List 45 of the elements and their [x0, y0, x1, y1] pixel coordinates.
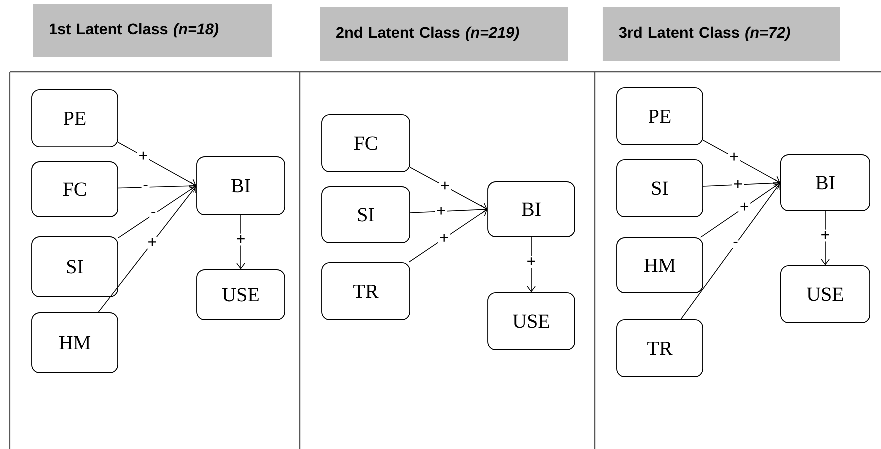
- variable-box: HM: [616, 238, 704, 294]
- edge-label: -: [150, 210, 158, 218]
- arrow: [118, 186, 197, 238]
- variable-box: FC: [32, 162, 118, 218]
- variable-box: SI: [616, 160, 704, 218]
- variable-box: USE: [488, 292, 576, 350]
- edge-label: +: [146, 236, 158, 249]
- variable-box: BI: [780, 154, 870, 212]
- arrow: [118, 142, 197, 187]
- edge-label: +: [820, 230, 832, 242]
- variable-box: BI: [196, 156, 286, 216]
- variable-box: TR: [616, 319, 704, 378]
- arrow: [118, 182, 197, 191]
- edge-label: +: [732, 178, 744, 191]
- header-box: 3rd Latent Class (n=72): [602, 7, 840, 61]
- variable-box: USE: [780, 266, 870, 324]
- variable-box: FC: [322, 114, 410, 172]
- arrow: [410, 205, 488, 214]
- variable-box: BI: [488, 182, 576, 238]
- arrow: [703, 140, 780, 184]
- edge-label: +: [438, 232, 450, 245]
- arrow: [703, 178, 780, 188]
- variable-box: PE: [32, 90, 118, 148]
- edge-label: +: [526, 256, 538, 268]
- arrow: [408, 209, 488, 263]
- header-box: 2nd Latent Class (n=219): [320, 7, 568, 61]
- arrow: [680, 183, 781, 320]
- variable-box: PE: [616, 88, 704, 146]
- header-box: 1st Latent Class (n=18): [33, 4, 272, 58]
- edge-label: -: [732, 240, 740, 248]
- arrow: [410, 167, 488, 211]
- variable-box: SI: [322, 186, 410, 244]
- variable-box: USE: [196, 270, 286, 320]
- edge-label: +: [137, 150, 150, 162]
- edge-label: +: [439, 180, 452, 192]
- edge-label: +: [235, 234, 248, 246]
- variable-box: SI: [32, 236, 118, 298]
- edge-label: +: [728, 152, 740, 164]
- variable-box: TR: [322, 262, 410, 320]
- edge-label: +: [738, 202, 751, 214]
- edge-label: +: [435, 206, 448, 218]
- variable-box: HM: [32, 312, 118, 374]
- arrow: [98, 186, 197, 313]
- edge-label: -: [142, 184, 150, 192]
- arrow: [700, 182, 780, 238]
